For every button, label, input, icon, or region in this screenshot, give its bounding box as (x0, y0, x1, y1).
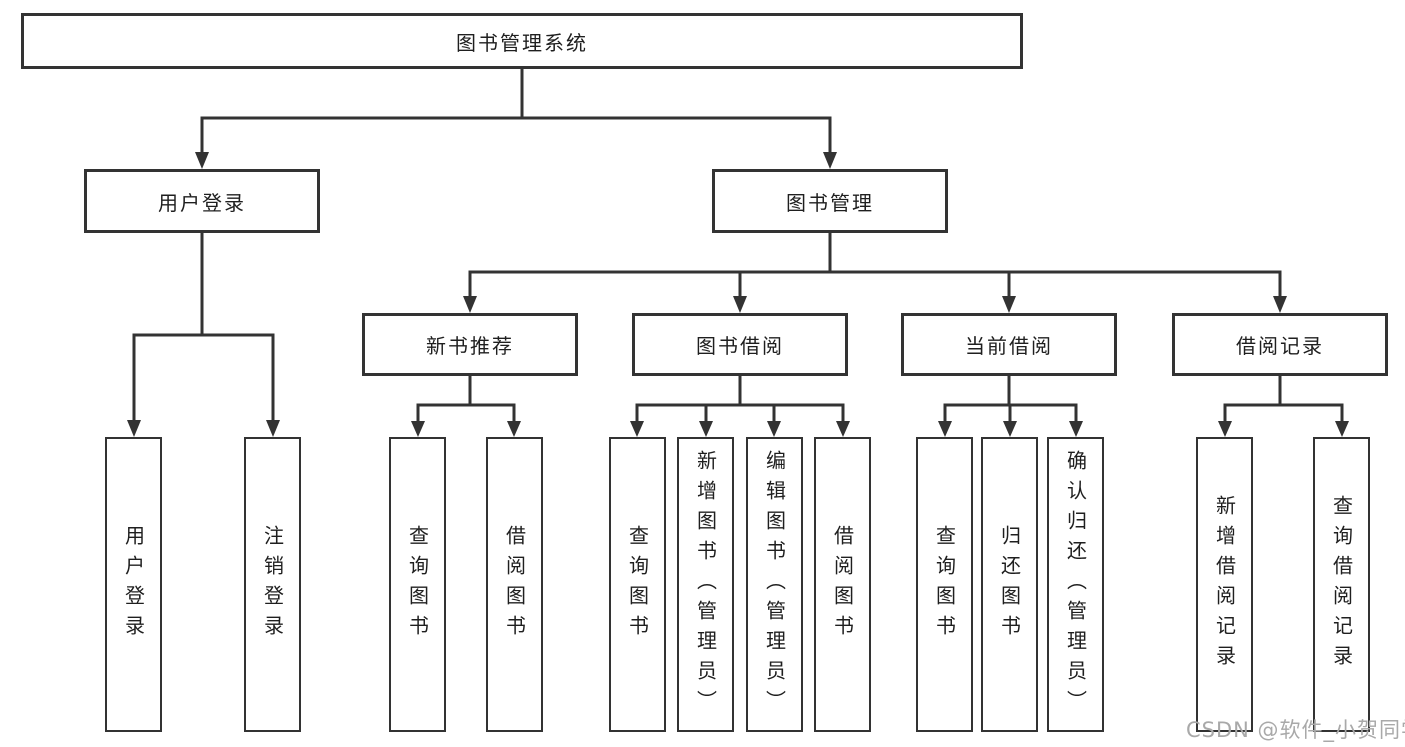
leaf-query-borrow-record: 查询借阅记录 (1313, 437, 1370, 732)
leaf-borrow-books-recommend: 借阅图书 (486, 437, 543, 732)
leaf-query-books-borrow: 查询图书 (609, 437, 666, 732)
leaf-confirm-return-admin: 确认归还（管理员） (1047, 437, 1104, 732)
node-user-login: 用户登录 (84, 169, 320, 233)
leaf-query-books-recommend: 查询图书 (389, 437, 446, 732)
leaf-add-borrow-record: 新增借阅记录 (1196, 437, 1253, 732)
leaf-query-books-current: 查询图书 (916, 437, 973, 732)
node-library-management-system: 图书管理系统 (21, 13, 1023, 69)
node-current-borrowing: 当前借阅 (901, 313, 1117, 376)
node-new-book-recommend: 新书推荐 (362, 313, 578, 376)
node-book-management: 图书管理 (712, 169, 948, 233)
leaf-borrow-books-borrow: 借阅图书 (814, 437, 871, 732)
leaf-return-books: 归还图书 (981, 437, 1038, 732)
leaf-edit-book-admin: 编辑图书（管理员） (746, 437, 803, 732)
node-borrowing-records: 借阅记录 (1172, 313, 1388, 376)
leaf-add-book-admin: 新增图书（管理员） (677, 437, 734, 732)
node-book-borrowing: 图书借阅 (632, 313, 848, 376)
leaf-logout: 注销登录 (244, 437, 301, 732)
leaf-user-login: 用户登录 (105, 437, 162, 732)
csdn-watermark: CSDN @软件_小贺同学 (1186, 718, 1405, 742)
